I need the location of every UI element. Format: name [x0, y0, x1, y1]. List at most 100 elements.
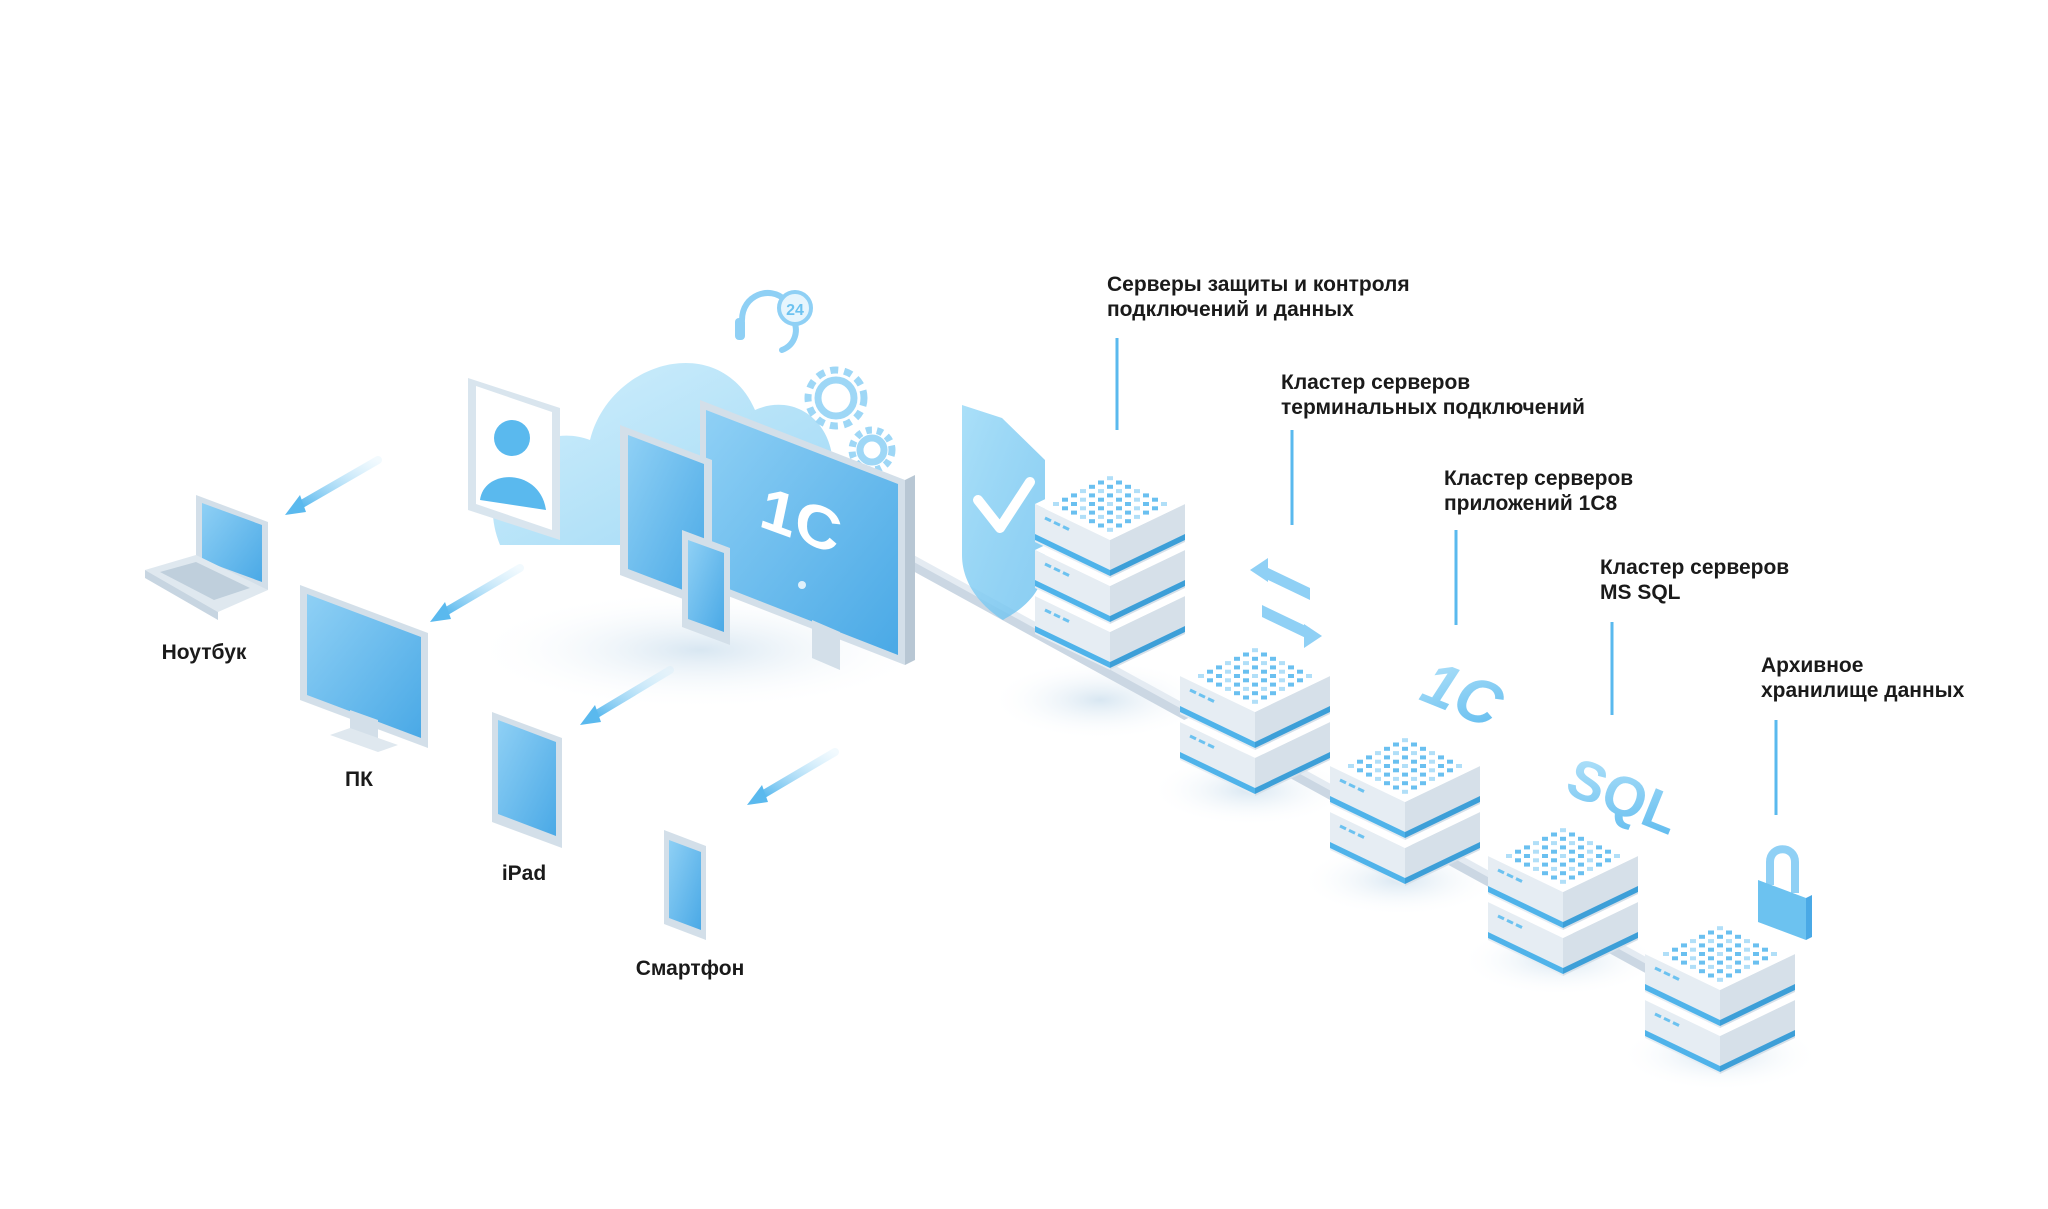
server-label-protection: Серверы защиты и контроля подключений и … — [1107, 272, 1410, 322]
server-grid-cell — [1699, 943, 1705, 948]
server-grid-cell — [1533, 866, 1539, 871]
server-grid-cell — [1542, 862, 1548, 867]
server-grid-cell — [1569, 841, 1575, 846]
arrow-to-smartphone — [747, 748, 839, 805]
server-led — [1348, 782, 1356, 789]
server-grid-cell — [1393, 776, 1399, 781]
server-label-mssql-line1: Кластер серверов — [1600, 556, 1790, 579]
server-grid-cell — [1726, 939, 1732, 944]
server-unit-stripe — [1035, 534, 1110, 576]
server-grid-cell — [1524, 845, 1530, 850]
server-grid-cell — [1429, 751, 1435, 756]
server-grid-cell — [1125, 484, 1131, 489]
server-grid-cell — [1542, 845, 1548, 850]
server-unit-stripe — [1405, 796, 1480, 838]
server-unit-stripe — [1720, 984, 1795, 1026]
server-grid-cell — [1098, 506, 1104, 511]
server-grid-cell — [1261, 678, 1267, 683]
server-grid-cell — [1533, 858, 1539, 863]
server-grid-cell — [1125, 502, 1131, 506]
server-grid-cell — [1125, 510, 1131, 515]
server-grid-cell — [1402, 738, 1408, 743]
server-unit-right-face — [1255, 722, 1330, 796]
server-unit-stripe — [1110, 580, 1185, 622]
server-grid-cell — [1753, 952, 1759, 956]
support-24-badge: 24 — [777, 290, 813, 326]
server-grid-cell — [1726, 973, 1732, 978]
server-unit-stripe — [1035, 580, 1110, 622]
server-grid-cell — [1234, 665, 1240, 670]
server-grid-cell — [1234, 691, 1240, 696]
server-grid-cell — [1744, 964, 1750, 969]
server-grid-cell — [1062, 506, 1068, 511]
server-grid-cell — [1234, 674, 1240, 678]
server-led — [1044, 562, 1052, 569]
server-grid-cell — [1605, 858, 1611, 863]
server-grid-cell — [1542, 854, 1548, 858]
server-grid-cell — [1270, 656, 1276, 661]
server-top-grid — [1348, 738, 1462, 794]
server-grid-cell — [1393, 751, 1399, 756]
callout-lines — [1115, 338, 1778, 815]
server-led — [1198, 692, 1206, 699]
server-led — [1339, 824, 1347, 831]
server-label-mssql-line2: MS SQL — [1600, 581, 1681, 604]
server-grid-cell — [1699, 960, 1705, 965]
server-grid-cell — [1107, 476, 1113, 481]
server-label-protection-line1: Серверы защиты и контроля — [1107, 273, 1410, 296]
server-grid-cell — [1524, 862, 1530, 867]
server-grid-cell — [1420, 755, 1426, 760]
server-led — [1348, 828, 1356, 835]
server-grid-cell — [1071, 510, 1077, 515]
server-label-terminal-line1: Кластер серверов — [1281, 371, 1471, 394]
server-grid-cell — [1690, 939, 1696, 944]
server-grid-cell — [1279, 669, 1285, 674]
server-grid-cell — [1080, 489, 1086, 494]
server-unit-stripe — [1330, 842, 1405, 884]
server-led — [1062, 617, 1070, 623]
server-grid-cell — [1717, 960, 1723, 965]
server-grid-cell — [1726, 964, 1732, 969]
server-grid-cell — [1053, 502, 1059, 506]
server-led — [1654, 1012, 1662, 1019]
shield-check-icon — [962, 405, 1045, 620]
server-grid-cell — [1699, 969, 1705, 974]
server-led — [1053, 566, 1061, 573]
server-unit-stripe — [1405, 842, 1480, 884]
server-grid-cell — [1375, 776, 1381, 781]
server-grid-cell — [1402, 789, 1408, 794]
server-grid-cell — [1116, 523, 1122, 528]
server-grid-cell — [1596, 854, 1602, 858]
server-grid-cell — [1252, 682, 1258, 687]
server-grid-cell — [1542, 836, 1548, 841]
server-grid-cell — [1560, 862, 1566, 867]
server-grid-cell — [1125, 493, 1131, 498]
server-grid-cell — [1134, 489, 1140, 494]
server-grid-cell — [1062, 497, 1068, 502]
server-grid-cell — [1225, 686, 1231, 691]
server-grid-cell — [1515, 858, 1521, 863]
server-unit-right-face — [1720, 1000, 1795, 1074]
server-grid-cell — [1717, 952, 1723, 956]
server-grid-cell — [1107, 510, 1113, 515]
cloud-cluster: 24 1С — [468, 289, 915, 670]
server-led — [1357, 833, 1365, 839]
server-grid-cell — [1393, 785, 1399, 790]
server-grid-cell — [1143, 510, 1149, 515]
server-grid-cell — [1605, 849, 1611, 854]
server-grid-cell — [1366, 755, 1372, 760]
server-grid-cell — [1143, 493, 1149, 498]
server-grid-cell — [1071, 493, 1077, 498]
server-led — [1053, 612, 1061, 619]
server-unit-left-face — [1035, 504, 1110, 578]
server-led — [1506, 872, 1514, 879]
server-grid-cell — [1279, 678, 1285, 683]
smartphone-icon — [682, 530, 730, 645]
server-grid-cell — [1297, 669, 1303, 674]
server-led — [1198, 738, 1206, 745]
server-label-protection-line2: подключений и данных — [1107, 298, 1354, 321]
server-grid-cell — [1080, 506, 1086, 511]
server-grid-cell — [1551, 858, 1557, 863]
server-grid-cell — [1506, 854, 1512, 858]
server-grid-cell — [1560, 828, 1566, 833]
